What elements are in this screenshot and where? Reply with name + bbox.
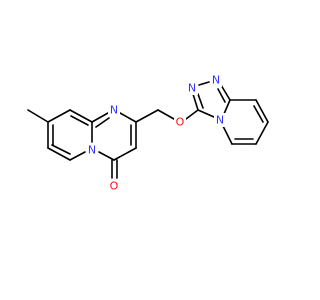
atom-o-ether-mask bbox=[174, 115, 186, 129]
pyridine-bond bbox=[255, 99, 269, 123]
triazole-bond bbox=[197, 109, 215, 118]
ring-bond bbox=[91, 112, 109, 123]
ring-double-bond bbox=[95, 117, 110, 128]
ring-bond bbox=[69, 151, 86, 161]
methyl-bond bbox=[27, 109, 49, 123]
atom-n-bridge-left: N bbox=[88, 144, 96, 157]
atom-o-carbonyl-mask bbox=[108, 179, 120, 193]
atom-n-bridge-right: N bbox=[216, 114, 224, 127]
ring-bond bbox=[47, 109, 71, 123]
triazole-bond bbox=[198, 81, 210, 86]
atom-n-triazole-2-mask bbox=[186, 81, 198, 95]
atom-n-bridge-left-mask bbox=[86, 143, 98, 157]
ring-bond bbox=[119, 112, 137, 123]
atom-n-bridge-right-mask bbox=[214, 113, 226, 127]
pyridine-double-bond bbox=[253, 105, 264, 123]
triazole-bond bbox=[192, 93, 199, 111]
atom-n-pyrimidine: N bbox=[110, 104, 118, 117]
ring-bond bbox=[98, 151, 115, 161]
atom-o-ether: O bbox=[176, 116, 185, 129]
pyridine-bond bbox=[255, 121, 269, 145]
molecule-structure: N N O O N N N bbox=[0, 0, 300, 300]
atom-n-triazole-2: N bbox=[188, 82, 196, 95]
ether-bond bbox=[185, 109, 199, 120]
pyridine-bond bbox=[222, 125, 233, 145]
ring-bond bbox=[113, 147, 137, 161]
atom-labels: N N O O N N N bbox=[86, 73, 226, 193]
triazole-double-bond bbox=[197, 93, 204, 109]
atom-n-triazole-1: N bbox=[212, 74, 220, 87]
triazole-bond bbox=[220, 84, 231, 101]
ch2-bond bbox=[135, 109, 159, 123]
ring-bond bbox=[47, 147, 71, 161]
ring-double-bond bbox=[70, 115, 89, 126]
background bbox=[0, 0, 300, 300]
ring-bond bbox=[69, 109, 93, 123]
triazole-bond bbox=[223, 99, 231, 115]
ring-double-bond bbox=[51, 144, 71, 155]
atom-o-carbonyl: O bbox=[110, 180, 119, 193]
triazole-double-bond bbox=[217, 88, 226, 103]
atom-n-pyrimidine-mask bbox=[108, 103, 120, 117]
bonds bbox=[27, 81, 269, 179]
atom-n-triazole-1-mask bbox=[210, 73, 222, 87]
ether-bond bbox=[157, 109, 175, 120]
